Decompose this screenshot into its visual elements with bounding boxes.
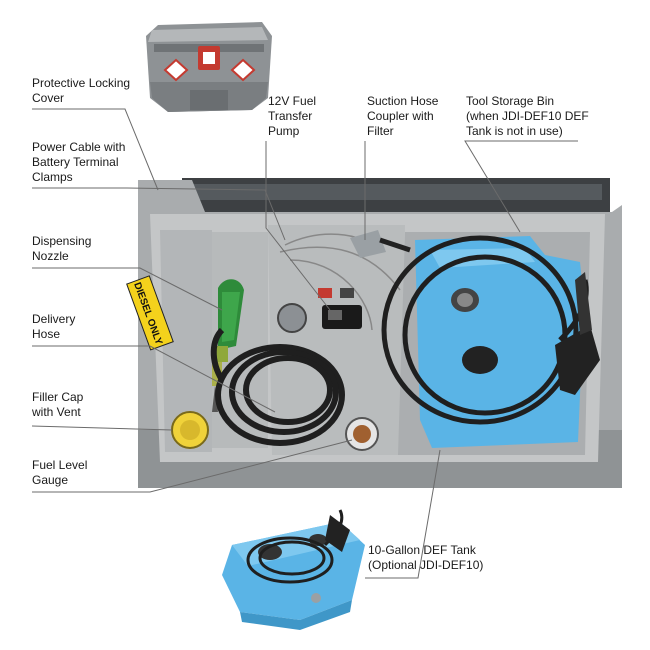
leader-filler-cap bbox=[31, 425, 173, 431]
leader-nozzle bbox=[32, 267, 223, 311]
label-filler-cap: Filler Cap with Vent bbox=[32, 390, 84, 419]
label-delivery-hose: Delivery Hose bbox=[32, 312, 76, 341]
leader-pump bbox=[265, 141, 331, 311]
leader-tool-bin bbox=[464, 140, 578, 233]
label-pump: 12V Fuel Transfer Pump bbox=[268, 94, 317, 138]
label-def-tank: 10-Gallon DEF Tank (Optional JDI-DEF10) bbox=[368, 543, 484, 572]
label-fuel-gauge: Fuel Level Gauge bbox=[32, 458, 88, 487]
main-tank-unit: DIESEL ONLY bbox=[126, 178, 622, 488]
leader-fuel-gauge bbox=[32, 439, 353, 493]
leader-def-tank bbox=[365, 449, 441, 579]
label-nozzle: Dispensing Nozzle bbox=[32, 234, 92, 263]
label-power-cable: Power Cable with Battery Terminal Clamps bbox=[32, 140, 126, 184]
leader-lines bbox=[31, 108, 578, 579]
leader-locking-cover bbox=[32, 108, 159, 191]
leader-delivery-hose bbox=[32, 345, 276, 413]
label-suction-hose: Suction Hose Coupler with Filter bbox=[367, 94, 439, 138]
label-locking-cover: Protective Locking Cover bbox=[32, 76, 131, 105]
def-tank-image bbox=[222, 509, 365, 630]
label-tool-bin: Tool Storage Bin (when JDI-DEF10 DEF Tan… bbox=[466, 94, 589, 138]
closed-tank-image bbox=[146, 22, 272, 112]
leader-power-cable bbox=[32, 187, 286, 241]
